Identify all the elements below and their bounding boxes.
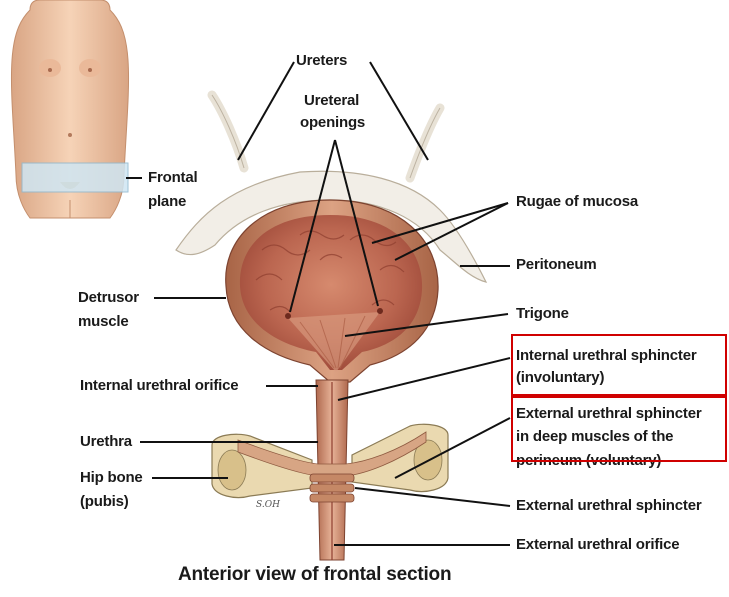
label-ureteral-openings-line1: Ureteral — [304, 92, 359, 110]
label-rugae-of-mucosa: Rugae of mucosa — [516, 193, 638, 211]
label-peritoneum: Peritoneum — [516, 256, 597, 274]
highlight-box-internal-sphincter — [511, 334, 727, 396]
left-ureteral-opening — [285, 313, 291, 319]
label-external-urethral-sphincter: External urethral sphincter — [516, 497, 702, 515]
figure-caption: Anterior view of frontal section — [178, 566, 451, 584]
highlight-box-external-sphincter — [511, 396, 727, 462]
right-ureter — [410, 108, 440, 178]
external-sphincter-rings — [310, 474, 354, 502]
label-hip-bone-line2: (pubis) — [80, 493, 129, 511]
label-external-urethral-orifice: External urethral orifice — [516, 536, 679, 554]
label-frontal-plane-line2: plane — [148, 193, 186, 211]
label-detrusor-line1: Detrusor — [78, 289, 139, 307]
label-detrusor-line2: muscle — [78, 313, 129, 331]
label-hip-bone-line1: Hip bone — [80, 469, 143, 487]
right-ureteral-opening — [377, 308, 383, 314]
label-ureters: Ureters — [296, 52, 347, 70]
label-ureteral-openings-line2: openings — [300, 114, 365, 132]
frontal-plane — [22, 163, 128, 192]
label-trigone: Trigone — [516, 305, 569, 323]
artist-signature: S.OH — [256, 500, 280, 510]
label-frontal-plane-line1: Frontal — [148, 169, 197, 187]
label-urethra: Urethra — [80, 433, 132, 451]
label-internal-urethral-orifice: Internal urethral orifice — [80, 377, 238, 395]
